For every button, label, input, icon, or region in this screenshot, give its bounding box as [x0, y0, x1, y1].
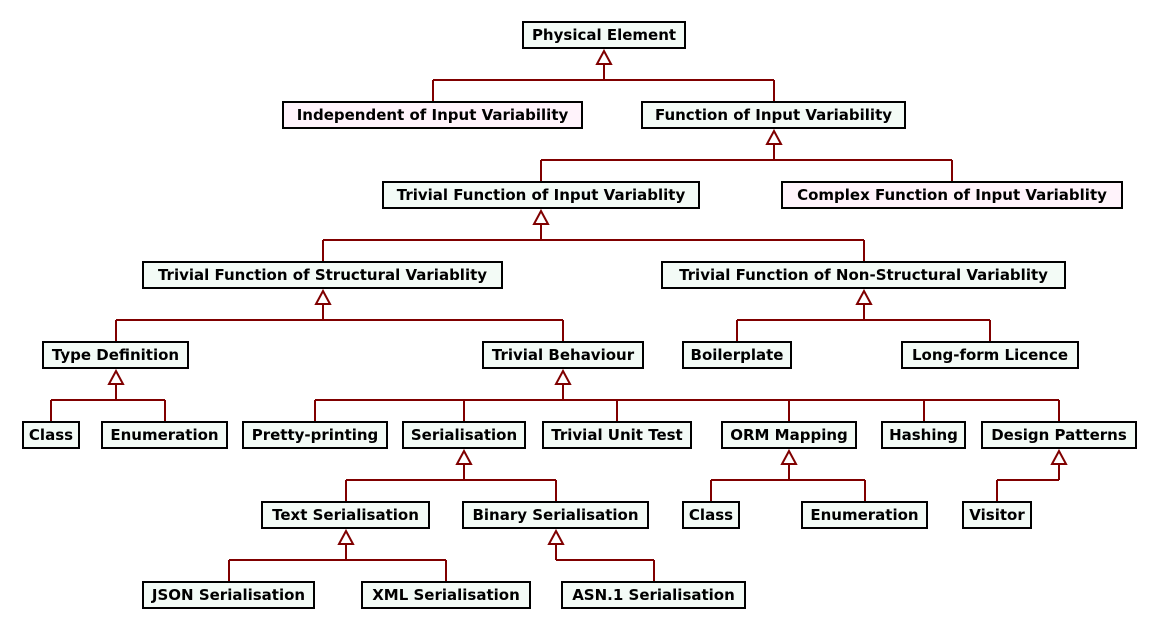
generalization-arrow-physical-element: [595, 48, 613, 65]
node-asn1-serialisation: ASN.1 Serialisation: [561, 581, 746, 609]
node-xml-serialisation: XML Serialisation: [361, 581, 531, 609]
generalization-arrow-trivial-behaviour: [554, 368, 572, 385]
node-trivial-function-of-input-variability: Trivial Function of Input Variablity: [382, 181, 700, 209]
node-enumeration: Enumeration: [101, 421, 228, 449]
node-independent-of-input-variability: Independent of Input Variability: [282, 101, 583, 129]
node-function-of-input-variability: Function of Input Variability: [641, 101, 906, 129]
generalization-arrow-type-definition: [107, 368, 125, 385]
generalization-arrow-function-of-input-variability: [765, 128, 783, 145]
node-complex-function-of-input-variability: Complex Function of Input Variablity: [781, 181, 1123, 209]
node-trivial-unit-test: Trivial Unit Test: [542, 421, 692, 449]
generalization-arrow-orm-mapping: [780, 448, 798, 465]
node-long-form-licence: Long-form Licence: [901, 341, 1079, 369]
node-orm-class: Class: [682, 501, 740, 529]
node-physical-element: Physical Element: [522, 21, 686, 49]
generalization-arrow-trivial-function-of-non-structural-variability: [855, 288, 873, 305]
node-design-patterns: Design Patterns: [981, 421, 1137, 449]
node-serialisation: Serialisation: [402, 421, 526, 449]
node-text-serialisation: Text Serialisation: [261, 501, 430, 529]
generalization-arrow-trivial-function-of-structural-variability: [314, 288, 332, 305]
node-hashing: Hashing: [881, 421, 966, 449]
node-type-definition: Type Definition: [42, 341, 189, 369]
node-trivial-function-of-structural-variability: Trivial Function of Structural Variablit…: [142, 261, 503, 289]
node-trivial-function-of-non-structural-variability: Trivial Function of Non-Structural Varia…: [661, 261, 1066, 289]
node-binary-serialisation: Binary Serialisation: [462, 501, 649, 529]
generalization-arrow-trivial-function-of-input-variability: [532, 208, 550, 225]
generalization-arrow-serialisation: [455, 448, 473, 465]
node-pretty-printing: Pretty-printing: [242, 421, 388, 449]
node-orm-enumeration: Enumeration: [801, 501, 928, 529]
node-visitor: Visitor: [962, 501, 1032, 529]
node-orm-mapping: ORM Mapping: [721, 421, 857, 449]
node-json-serialisation: JSON Serialisation: [142, 581, 315, 609]
node-trivial-behaviour: Trivial Behaviour: [482, 341, 644, 369]
generalization-arrow-binary-serialisation: [547, 528, 565, 545]
generalization-arrow-design-patterns: [1050, 448, 1068, 465]
node-class: Class: [22, 421, 80, 449]
generalization-arrow-text-serialisation: [337, 528, 355, 545]
node-boilerplate: Boilerplate: [682, 341, 792, 369]
